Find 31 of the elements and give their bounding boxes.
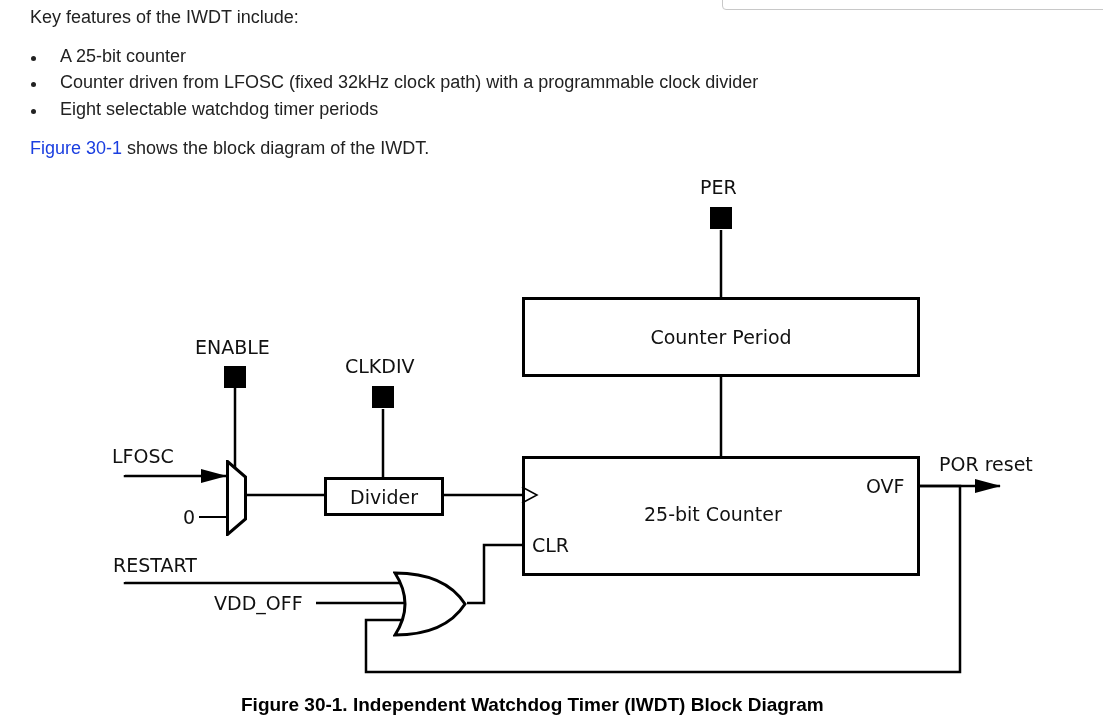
signal-label: VDD_OFF (214, 592, 303, 614)
figure-link: Figure 30-1 (30, 138, 123, 158)
signal-line (467, 543, 522, 605)
pin-label: 0 (183, 506, 196, 528)
signal-line (364, 484, 962, 674)
signal-line (381, 409, 385, 477)
block-label: 25-bit Counter (644, 503, 782, 525)
list-item-text: Counter driven from LFOSC (fixed 32kHz clock path) with a programmable clock divider (60, 72, 759, 93)
signal-label: ENABLE (195, 336, 270, 358)
signal-label: LFOSC (112, 445, 174, 467)
period-block: Counter Period (522, 297, 920, 377)
signal-line (247, 493, 324, 497)
pin-label: CLR (532, 534, 570, 556)
figure-caption: Figure 30-1. Independent Watchdog Timer (IWDT) Block Diagram (241, 694, 824, 716)
arrow (123, 469, 227, 483)
pin-label: OVF (866, 475, 905, 497)
signal-label: POR reset (939, 453, 1033, 475)
signal-label: CLKDIV (345, 355, 415, 377)
signal-line (123, 580, 401, 585)
arrow (444, 486, 538, 504)
signal-line (316, 601, 405, 605)
signal-label: RESTART (113, 554, 197, 576)
body-text: Figure 30-1 shows the block diagram of the IWDT. (30, 138, 430, 159)
signal-line (719, 230, 723, 297)
signal-label: PER (700, 176, 737, 198)
list-item-text: Eight selectable watchdog timer periods (60, 99, 379, 120)
intro-text: Key features of the IWDT include: (30, 7, 299, 28)
list-item-text: A 25-bit counter (60, 46, 187, 67)
divider-block: Divider (324, 477, 444, 516)
signal-line (233, 388, 237, 468)
signal-line (719, 377, 723, 456)
